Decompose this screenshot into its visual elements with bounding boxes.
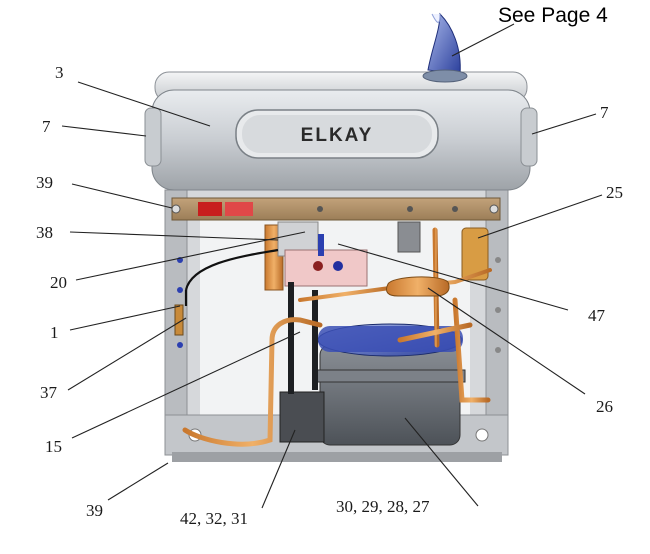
copper-tubing bbox=[182, 227, 492, 447]
callout-7-left: 7 bbox=[42, 117, 51, 136]
wiring bbox=[184, 248, 279, 306]
electrical-box bbox=[279, 282, 325, 443]
callout-38: 38 bbox=[36, 223, 53, 242]
note-see-page-4: See Page 4 bbox=[498, 4, 608, 27]
callout-3: 3 bbox=[55, 63, 64, 82]
callout-25: 25 bbox=[606, 183, 623, 202]
callout-39-bottom: 39 bbox=[86, 501, 103, 520]
callout-1: 1 bbox=[50, 323, 59, 342]
callout-labels: See Page 4 3 7 7 39 25 38 20 47 1 26 37 … bbox=[36, 4, 623, 528]
callout-20: 20 bbox=[50, 273, 67, 292]
mounting-plate bbox=[171, 197, 501, 221]
compressor bbox=[314, 323, 466, 446]
callout-15: 15 bbox=[45, 437, 62, 456]
valve-block bbox=[397, 221, 489, 281]
filter-drier bbox=[385, 276, 450, 297]
brand-logo: ELKAY bbox=[301, 125, 374, 146]
callout-30-29-28-27: 30, 29, 28, 27 bbox=[336, 497, 430, 516]
heat-exchanger bbox=[264, 221, 368, 291]
leader-lines bbox=[61, 23, 603, 509]
callout-37: 37 bbox=[40, 383, 58, 402]
callout-26: 26 bbox=[596, 397, 613, 416]
callout-47: 47 bbox=[588, 306, 606, 325]
callout-42-32-31: 42, 32, 31 bbox=[180, 509, 248, 528]
basin: ELKAY bbox=[144, 71, 538, 191]
bubbler bbox=[422, 12, 468, 83]
callout-39-top: 39 bbox=[36, 173, 53, 192]
callout-7-right: 7 bbox=[600, 103, 609, 122]
